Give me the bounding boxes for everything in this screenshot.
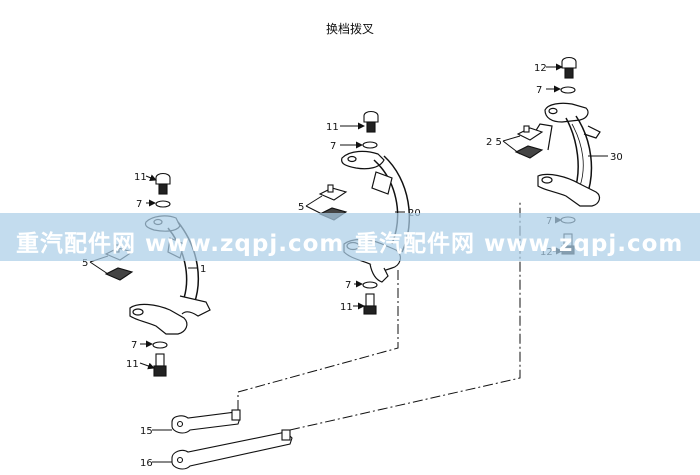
diagram-title: 换档拨叉	[325, 22, 374, 36]
callout-leaders	[89, 63, 608, 463]
bolt-11-bottom-mid	[363, 293, 377, 315]
callout-5-mid: 5	[298, 202, 304, 213]
watermark-text-right: 重汽配件网 www.zqpj.com	[355, 231, 684, 257]
callout-16: 16	[140, 458, 153, 469]
callout-7-bottom-left: 7	[131, 340, 137, 351]
callout-5-left: 5	[82, 258, 88, 269]
washer-7-bottom-mid	[362, 281, 378, 289]
callout-11-bottom-mid: 11	[340, 302, 353, 313]
bolt-12-top	[561, 56, 577, 79]
callout-7-top-right: 7	[536, 85, 542, 96]
callout-15: 15	[140, 426, 153, 437]
washer-7-top-right	[560, 86, 576, 94]
washer-7-top-mid	[362, 141, 378, 149]
shift-rail-16	[171, 429, 293, 470]
callout-11-top-mid: 11	[326, 122, 339, 133]
shift-fork-30	[529, 102, 601, 207]
callout-1: 1	[200, 264, 206, 275]
callout-30: 30	[610, 152, 623, 163]
shift-rail-15	[171, 409, 241, 434]
bolt-11-top-mid	[363, 110, 379, 133]
bolt-11-top-left	[155, 172, 171, 195]
callout-11-top-left: 11	[134, 172, 147, 183]
bolt-11-bottom-left	[153, 353, 167, 377]
callout-11-bottom-left: 11	[126, 359, 139, 370]
callout-7-top-left: 7	[136, 199, 142, 210]
watermark-text-left: 重汽配件网 www.zqpj.com	[16, 231, 345, 257]
callout-7-bottom-mid: 7	[345, 280, 351, 291]
shift-block-25	[514, 125, 544, 159]
washer-7-bottom-left	[152, 341, 168, 349]
watermark-band	[0, 213, 700, 261]
washer-7-top-left	[155, 200, 171, 208]
assembly-lines	[237, 200, 521, 431]
callout-7-top-mid: 7	[330, 141, 336, 152]
callout-12-top: 12	[534, 63, 547, 74]
callout-25: 2 5	[486, 137, 502, 148]
